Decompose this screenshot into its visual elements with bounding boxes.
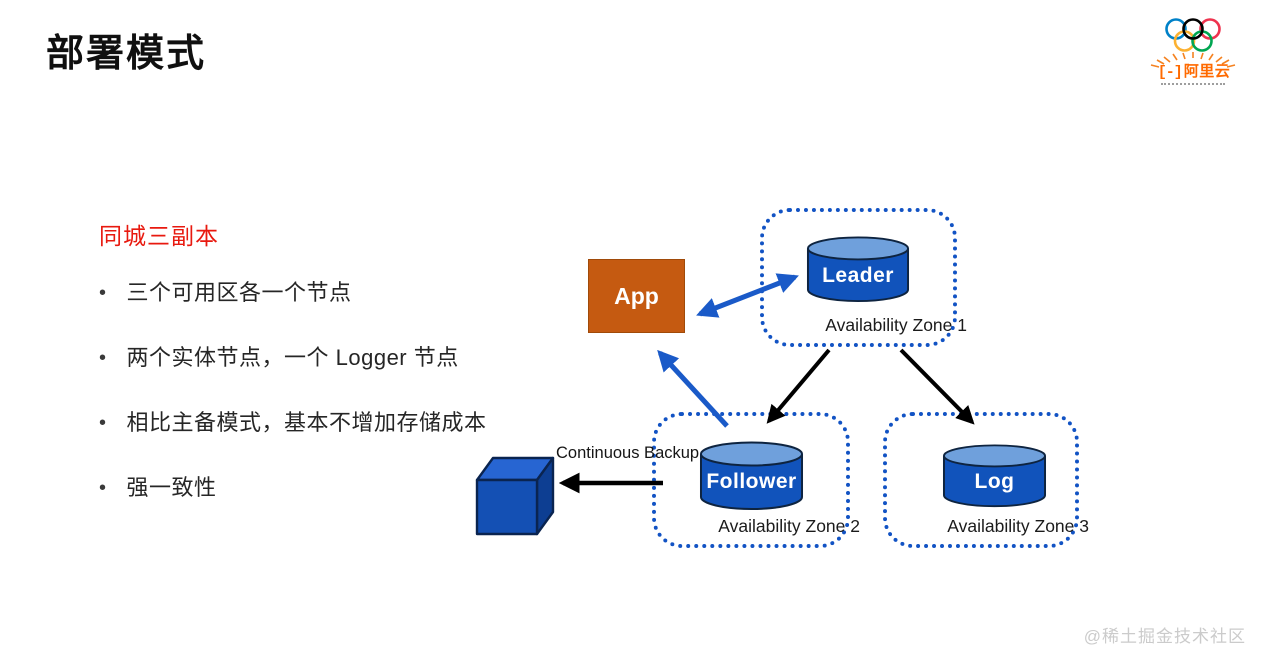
- zone-az2-label: Availability Zone 2: [718, 516, 860, 536]
- alibaba-bracket-icon: [-]: [1157, 64, 1183, 81]
- bullet-item: 两个实体节点，一个 Logger 节点: [99, 346, 487, 371]
- backup-cube-icon: [475, 456, 555, 536]
- logo-fine-print: [1161, 83, 1225, 85]
- zone-az3-label: Availability Zone 3: [947, 516, 1089, 536]
- zone-az2: Availability Zone 2: [652, 412, 860, 548]
- olympic-rings-icon: [1150, 18, 1236, 68]
- section-heading: 同城三副本: [99, 223, 219, 249]
- leader-node: Leader: [806, 236, 910, 303]
- zone-az1-label: Availability Zone 1: [825, 315, 967, 335]
- log-node-label: Log: [974, 470, 1015, 493]
- bullet-item: 相比主备模式，基本不增加存储成本: [99, 411, 487, 436]
- app-node-label: App: [614, 282, 659, 309]
- log-node: Log: [942, 444, 1047, 508]
- alibaba-brand-text: 阿里云: [1183, 63, 1231, 80]
- watermark: @稀土掘金技术社区: [1083, 627, 1246, 646]
- logo-rays-icon: [1150, 52, 1236, 68]
- app-node: App: [588, 259, 685, 333]
- follower-node: Follower: [699, 441, 804, 511]
- zone-az3: Availability Zone 3: [883, 412, 1089, 548]
- database-cylinder-icon: [942, 444, 1047, 508]
- page-title: 部署模式: [46, 33, 207, 75]
- bullet-list: 三个可用区各一个节点 两个实体节点，一个 Logger 节点 相比主备模式，基本…: [99, 281, 487, 541]
- leader-node-label: Leader: [822, 263, 894, 287]
- follower-node-label: Follower: [706, 470, 797, 493]
- bullet-item: 强一致性: [99, 476, 487, 501]
- database-cylinder-icon: [699, 441, 804, 510]
- alibaba-cloud-wordmark: [-]阿里云: [1146, 60, 1242, 81]
- bullet-item: 三个可用区各一个节点: [99, 281, 487, 306]
- arrow-leader-follower: [766, 348, 831, 424]
- database-cylinder-icon: [806, 236, 910, 303]
- continuous-backup-label: Continuous Backup: [556, 444, 700, 462]
